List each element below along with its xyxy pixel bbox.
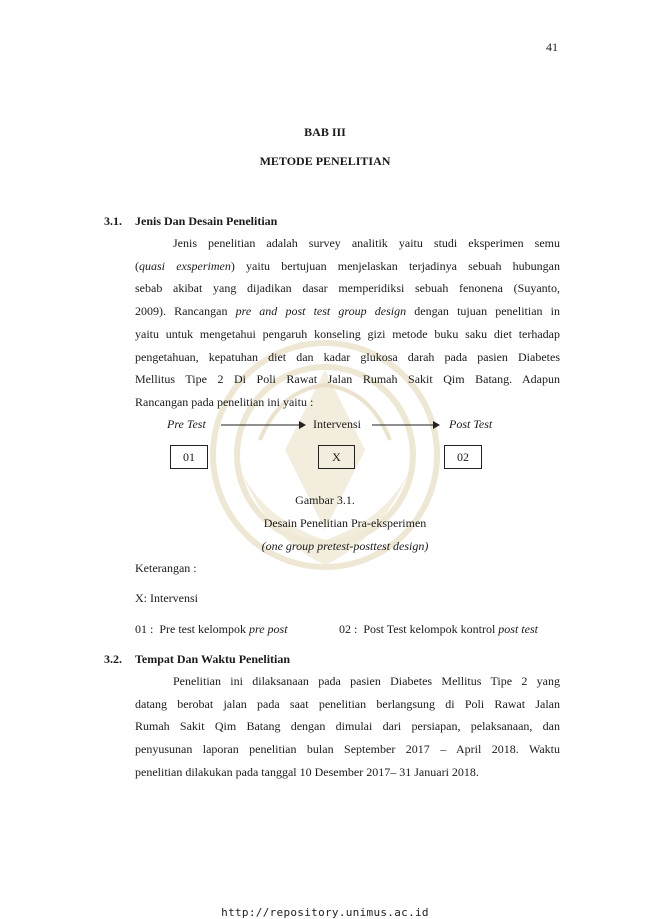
figure-subtitle: (one group pretest-posttest design)	[261, 539, 429, 553]
line-text: Mellitus Tipe 2 Di Poli Rawat Jalan Ruma…	[135, 372, 560, 387]
post-test-box: 02	[444, 445, 482, 469]
line-text: ) yaitu bertujuan menjelaskan terjadinya…	[230, 258, 560, 273]
legend-02-italic: post test	[498, 622, 538, 636]
line-text: Jenis penelitian adalah survey analitik …	[173, 236, 560, 250]
section-title: Tempat Dan Waktu Penelitian	[135, 652, 291, 666]
paragraph-line: yaitu untuk mengetahui pengaruh konselin…	[135, 323, 560, 346]
arrow-right-icon	[221, 421, 306, 429]
italic-term: quasi exsperimen	[139, 258, 231, 273]
intervention-label: Intervensi	[313, 417, 361, 431]
section1-paragraph: Jenis penelitian adalah survey analitik …	[135, 232, 560, 414]
line-text: (	[135, 258, 139, 273]
italic-term: pre and post test group design	[235, 304, 407, 319]
line-text: yaitu untuk mengetahui pengaruh konselin…	[135, 326, 560, 341]
paragraph-line: pengetahuan, kepatuhan diet dan kadar gl…	[135, 346, 560, 369]
paragraph-line: Mellitus Tipe 2 Di Poli Rawat Jalan Ruma…	[135, 368, 560, 391]
section-number: 3.1.	[104, 214, 122, 228]
section2-paragraph: Penelitian ini dilaksanaan pada pasien D…	[135, 670, 560, 784]
line-text: Rancangan pada penelitian ini yaitu :	[135, 394, 314, 409]
section-number: 3.2.	[104, 652, 122, 666]
paragraph-line: penelitian dilakukan pada tanggal 10 Des…	[135, 761, 560, 784]
footer-url: http://repository.unimus.ac.id	[221, 906, 429, 919]
line-text: penyusunan laporan penelitian bulan Sept…	[135, 742, 560, 757]
chapter-title: METODE PENELITIAN	[259, 154, 391, 168]
legend-01-italic: pre post	[249, 622, 288, 636]
figure-number: Gambar 3.1.	[295, 493, 355, 507]
paragraph-line: sebab akibat yang dijadikan dasar memper…	[135, 277, 560, 300]
university-watermark-icon	[210, 340, 440, 570]
legend-01-definition: 01 : Pre test kelompok pre post	[135, 622, 288, 637]
line-text: pengetahuan, kepatuhan diet dan kadar gl…	[135, 349, 560, 364]
legend-02-text: 02 : Post Test kelompok kontrol	[339, 622, 499, 636]
chapter-label: BAB III	[304, 125, 346, 139]
line-text: penelitian dilakukan pada tanggal 10 Des…	[135, 764, 479, 779]
pre-test-label: Pre Test	[167, 417, 206, 431]
paragraph-line: datang berobat jalan pada saat penelitia…	[135, 693, 560, 716]
page-number: 41	[546, 40, 558, 54]
line-text: sebab akibat yang dijadikan dasar memper…	[135, 281, 560, 296]
line-text: Penelitian ini dilaksanaan pada pasien D…	[173, 674, 560, 688]
figure-title: Desain Penelitian Pra-eksperimen	[263, 516, 427, 530]
arrow-right-icon	[372, 421, 440, 429]
intervention-box: X	[318, 445, 355, 469]
line-text: Rumah Sakit Qim Batang dengan dimulai da…	[135, 719, 560, 734]
paragraph-line: Rumah Sakit Qim Batang dengan dimulai da…	[135, 715, 560, 738]
legend-x-definition: X: Intervensi	[135, 591, 198, 605]
paragraph-line: 2009). Rancangan pre and post test group…	[135, 300, 560, 323]
legend-02-definition: 02 : Post Test kelompok kontrol post tes…	[339, 622, 538, 637]
line-text: 2009). Rancangan	[135, 304, 236, 319]
paragraph-line: Penelitian ini dilaksanaan pada pasien D…	[135, 670, 560, 693]
paragraph-line: Rancangan pada penelitian ini yaitu :	[135, 391, 560, 414]
paragraph-line: penyusunan laporan penelitian bulan Sept…	[135, 738, 560, 761]
legend-01-text: 01 : Pre test kelompok	[135, 622, 249, 636]
section-title: Jenis Dan Desain Penelitian	[135, 214, 278, 228]
line-text: dengan tujuan penelitian in	[406, 304, 561, 319]
pre-test-box: 01	[170, 445, 208, 469]
post-test-label: Post Test	[449, 417, 493, 431]
legend-heading: Keterangan :	[135, 561, 197, 575]
line-text: datang berobat jalan pada saat penelitia…	[135, 696, 560, 711]
paragraph-line: (quasi exsperimen) yaitu bertujuan menje…	[135, 255, 560, 278]
paragraph-line: Jenis penelitian adalah survey analitik …	[135, 232, 560, 255]
